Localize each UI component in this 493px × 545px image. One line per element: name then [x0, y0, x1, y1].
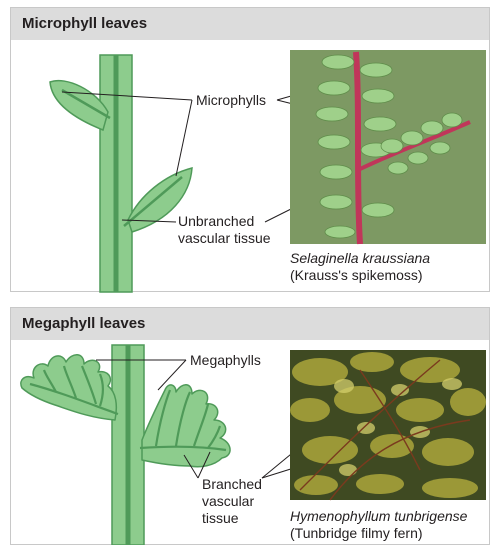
branched-line: Branched: [202, 476, 262, 493]
hymenophyllum-photo: [290, 350, 486, 500]
megaphyll-leaf-right: [142, 385, 230, 467]
megaphylls-label: Megaphylls: [190, 352, 261, 369]
vascular-line: vascular: [202, 493, 262, 510]
hymenophyllum-caption: Hymenophyllum tunbrigense (Tunbridge fil…: [290, 508, 467, 542]
hymenophyllum-common-name: (Tunbridge filmy fern): [290, 525, 467, 542]
branched-vascular-label: Branched vascular tissue: [202, 476, 262, 527]
hymenophyllum-scientific-name: Hymenophyllum tunbrigense: [290, 508, 467, 525]
tissue-line: tissue: [202, 510, 262, 527]
